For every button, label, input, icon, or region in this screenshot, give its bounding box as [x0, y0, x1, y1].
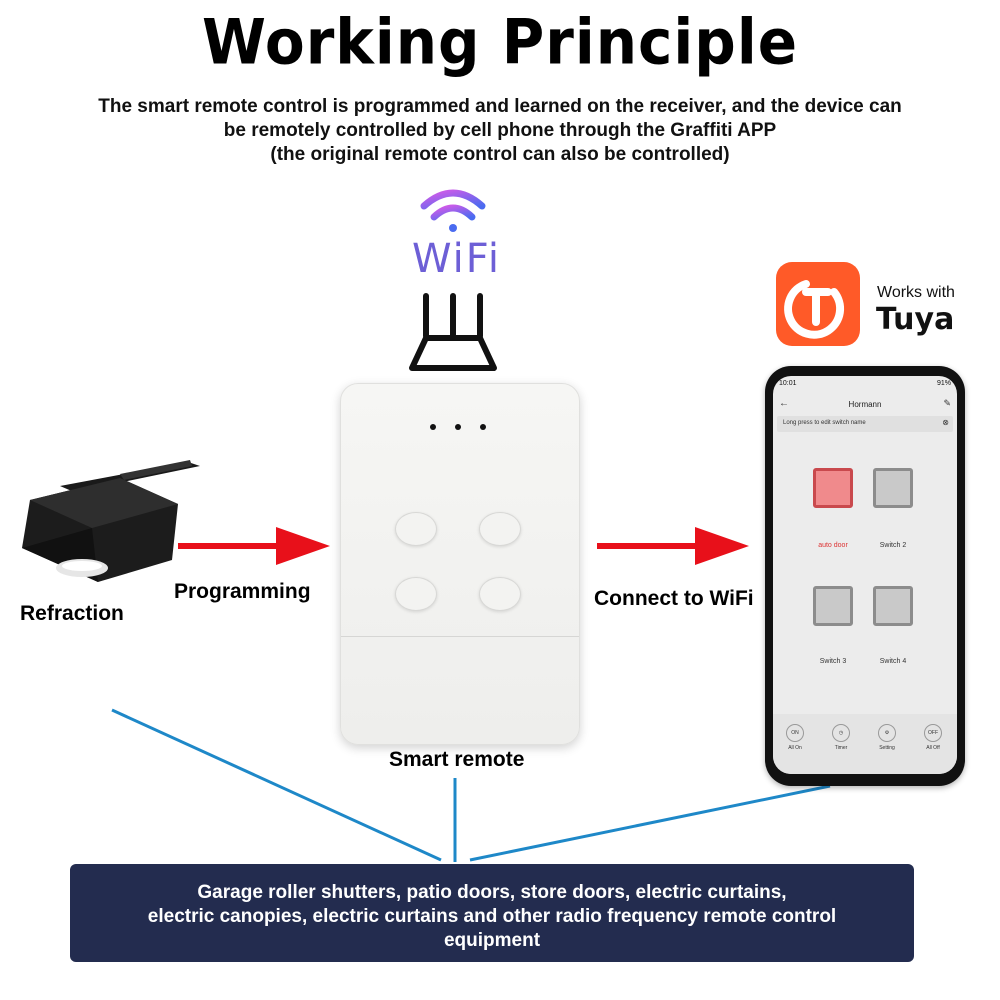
- switch-label: Switch 2: [879, 542, 907, 549]
- tuya-brand-label: Tuya: [876, 302, 955, 337]
- source-label: Refraction: [20, 602, 124, 625]
- router-icon: [409, 293, 497, 371]
- remote-key: [479, 512, 521, 546]
- bottom-bar: ON ◷ ⚙ OFF All On Timer Setting All Off: [773, 714, 957, 774]
- all-on-icon[interactable]: ON: [786, 724, 804, 742]
- bottom-label: All Off: [926, 745, 940, 751]
- edit-icon[interactable]: ✎: [943, 398, 951, 408]
- switch-4[interactable]: [873, 586, 913, 626]
- status-battery: 91%: [936, 380, 951, 387]
- garage-opener-image: [22, 460, 200, 582]
- remote-key: [395, 577, 437, 611]
- switch-label: auto door: [818, 542, 848, 549]
- tuya-logo: [776, 262, 860, 346]
- led-indicator: [455, 424, 461, 430]
- subtitle-line-1: The smart remote control is programmed a…: [98, 96, 902, 117]
- footer-box: Garage roller shutters, patio doors, sto…: [70, 864, 914, 962]
- device-label: Smart remote: [389, 748, 525, 771]
- switch-2[interactable]: [873, 468, 913, 508]
- smartphone: 10:01 91% ← Hormann ✎ Long press to edit…: [765, 366, 965, 786]
- hint-bar: Long press to edit switch name ⊗: [777, 416, 953, 432]
- led-indicator: [430, 424, 436, 430]
- subtitle-line-2: be remotely controlled by cell phone thr…: [223, 120, 777, 141]
- gear-icon[interactable]: ⚙: [878, 724, 896, 742]
- connector-right: [469, 784, 831, 862]
- bottom-label: Timer: [834, 745, 848, 751]
- timer-icon[interactable]: ◷: [832, 724, 850, 742]
- phone-screen: 10:01 91% ← Hormann ✎ Long press to edit…: [773, 376, 957, 774]
- all-off-icon[interactable]: OFF: [924, 724, 942, 742]
- led-indicator: [480, 424, 486, 430]
- smart-remote-device: [340, 383, 580, 745]
- switch-label: Switch 3: [819, 658, 847, 665]
- arrow-connect: [597, 527, 749, 565]
- wifi-signal-icon: [420, 189, 486, 232]
- case-seam: [341, 636, 579, 637]
- connector-left: [111, 708, 442, 862]
- switch-3[interactable]: [813, 586, 853, 626]
- bottom-label: Setting: [879, 745, 895, 751]
- programming-label: Programming: [174, 580, 311, 603]
- footer-line-3: equipment: [443, 930, 541, 951]
- page-title: Working Principle: [201, 5, 799, 79]
- app-title: Hormann: [848, 400, 882, 409]
- footer-line-1: Garage roller shutters, patio doors, sto…: [197, 882, 787, 903]
- back-arrow-icon[interactable]: ←: [779, 398, 789, 409]
- footer-line-2: electric canopies, electric curtains and…: [147, 906, 837, 927]
- bottom-label: All On: [788, 745, 802, 751]
- switch-auto-door[interactable]: [813, 468, 853, 508]
- works-with-label: Works with: [877, 284, 955, 301]
- connect-label: Connect to WiFi: [594, 587, 754, 610]
- tuya-t-icon: [784, 280, 845, 339]
- status-time: 10:01: [779, 380, 797, 387]
- arrow-programming: [178, 527, 330, 565]
- hint-text: Long press to edit switch name: [783, 420, 866, 426]
- subtitle-line-3: (the original remote control can also be…: [270, 144, 730, 165]
- switch-label: Switch 4: [879, 658, 907, 665]
- remote-key: [479, 577, 521, 611]
- remote-key: [395, 512, 437, 546]
- close-icon[interactable]: ⊗: [942, 418, 949, 427]
